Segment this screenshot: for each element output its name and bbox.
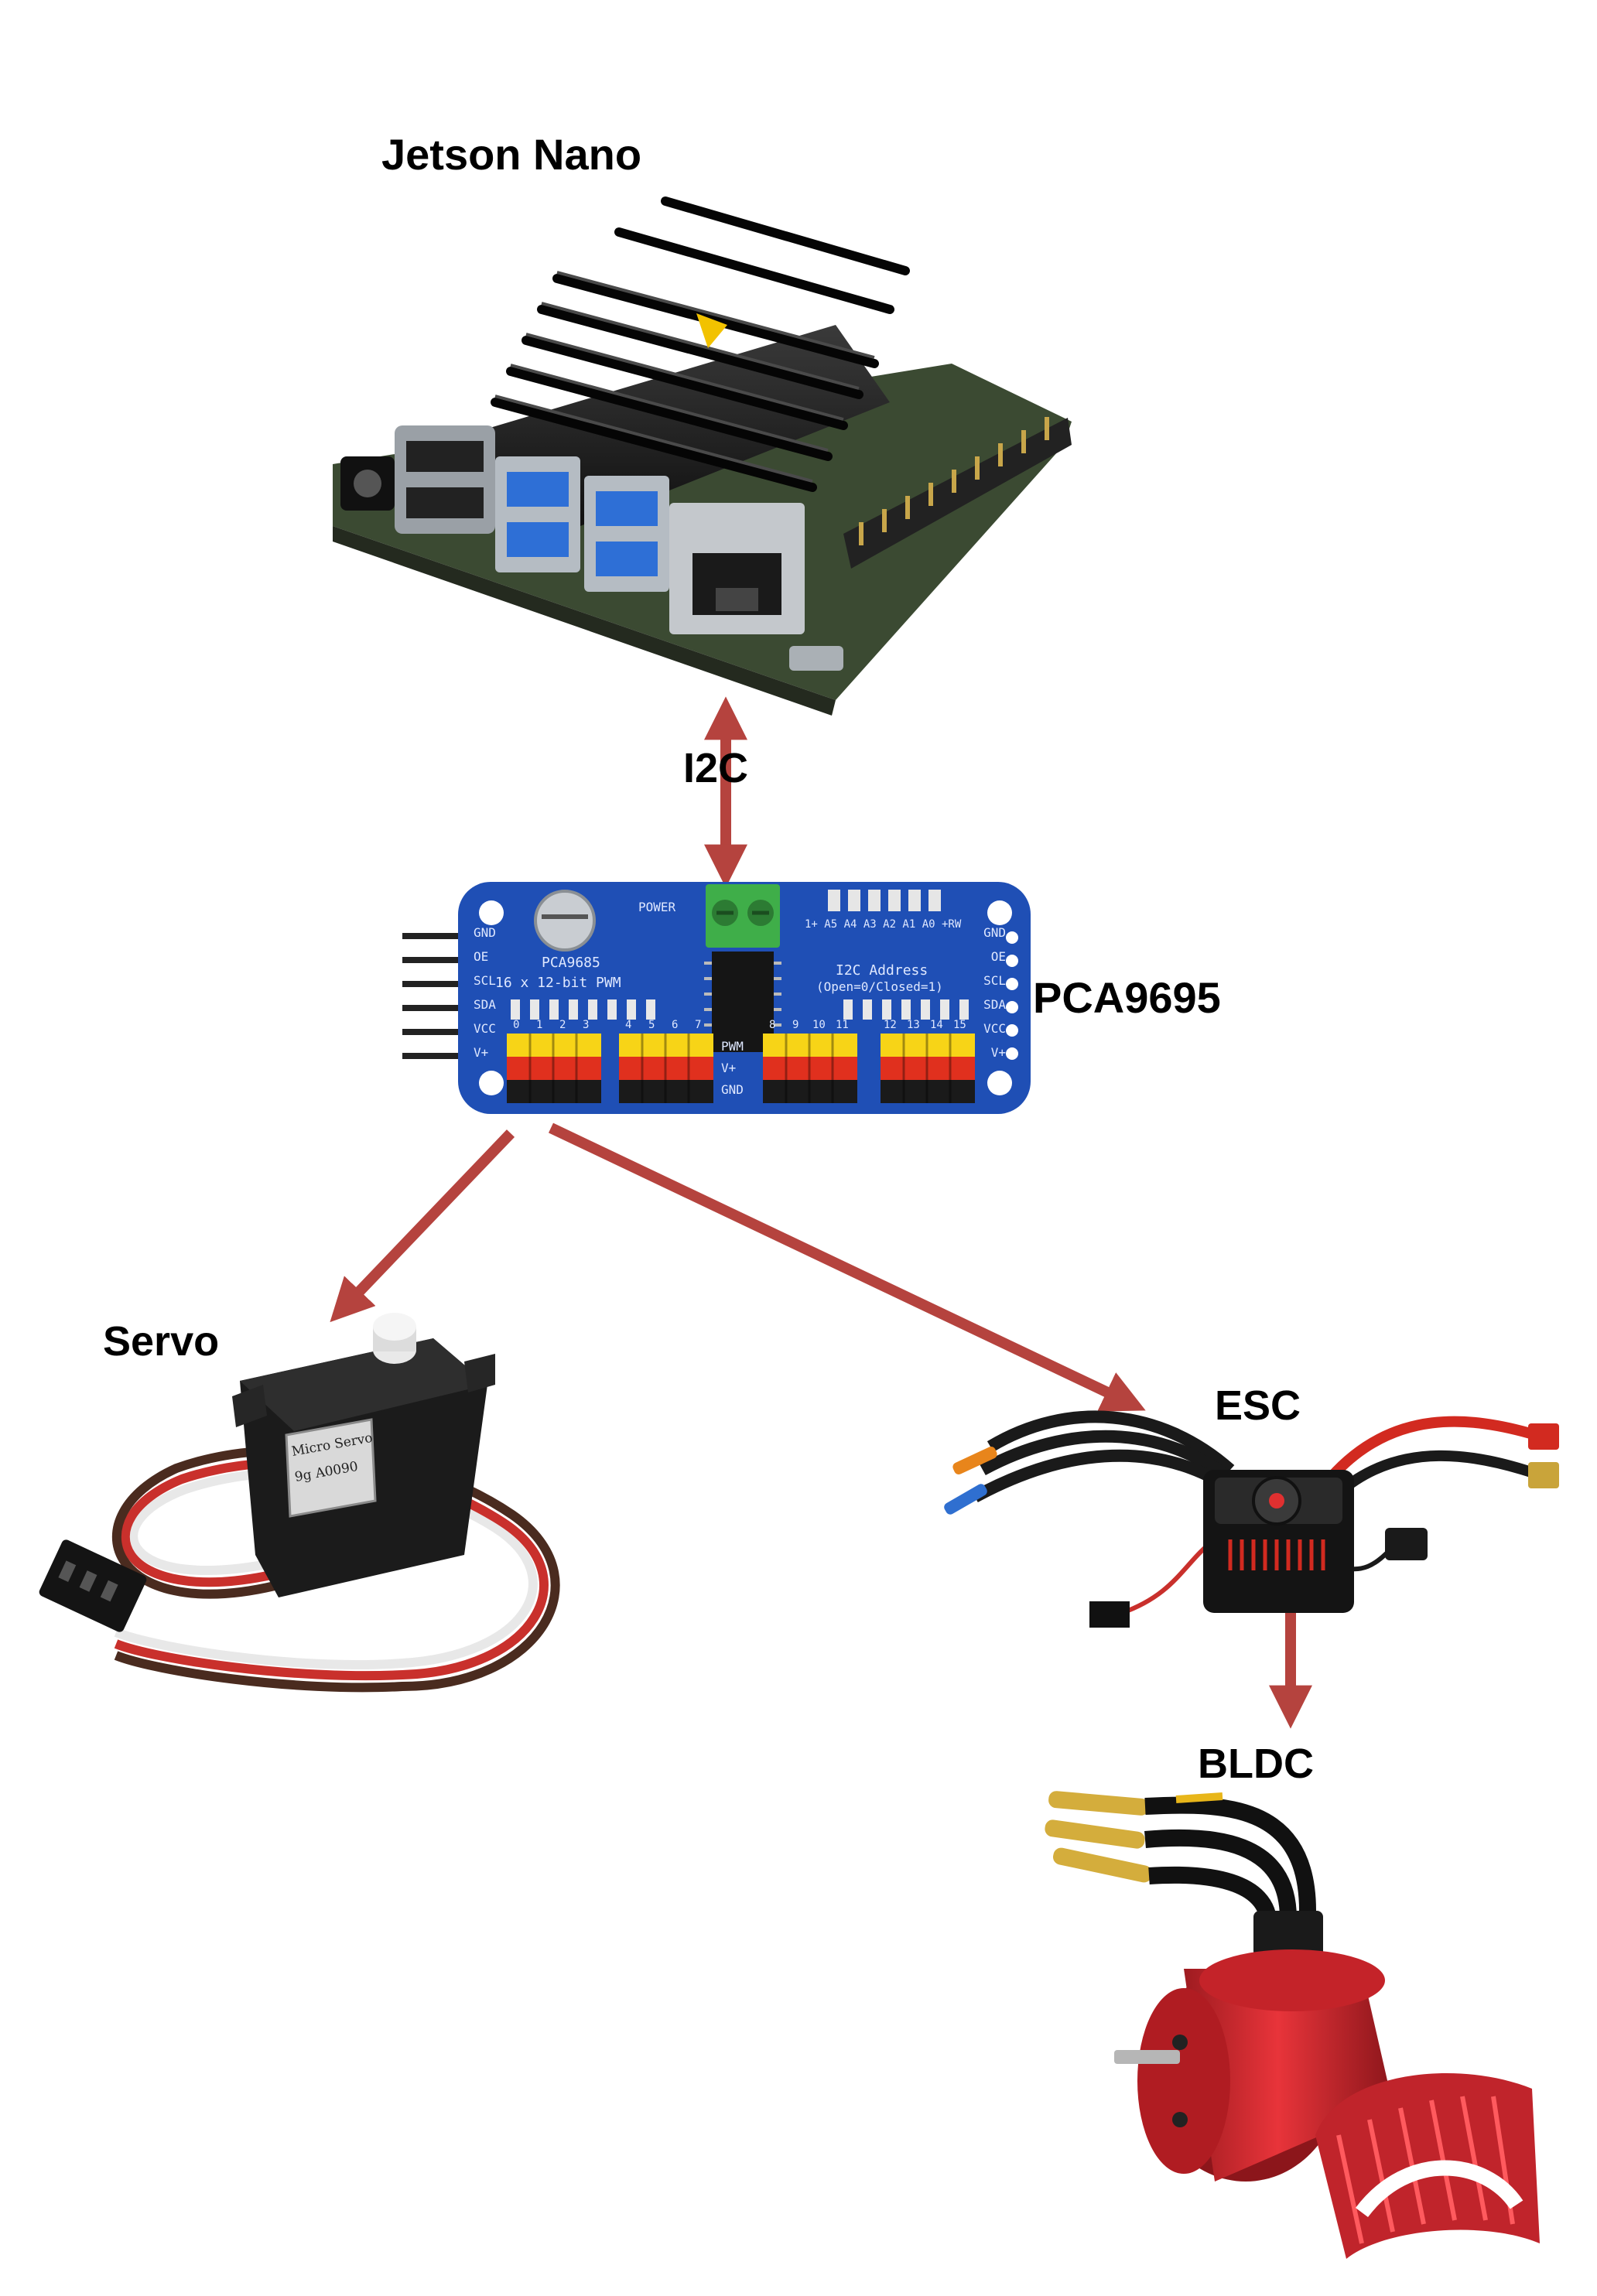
arrow-pca-servo — [340, 1133, 511, 1311]
pin-label: GND — [967, 927, 1006, 951]
esc-signal-connector — [1089, 1601, 1130, 1628]
rail-label: GND — [721, 1084, 764, 1105]
connection-arrows — [340, 712, 1291, 1713]
pca-left-pin-labels: GND OE SCL SDA VCC V+ — [474, 927, 520, 1071]
channel-number: 6 — [672, 1020, 678, 1030]
label-i2c: I2C — [683, 747, 748, 789]
capacitor — [535, 891, 594, 950]
pca-address-bits: 1+ A5 A4 A3 A2 A1 A0 +RW — [805, 919, 961, 930]
power-terminal — [706, 884, 780, 948]
pin-label: SCL — [967, 975, 1006, 999]
channel-number: 8 — [769, 1020, 775, 1030]
channel-number: 10 — [812, 1020, 826, 1030]
pin-label: SCL — [474, 975, 520, 999]
channel-number: 7 — [695, 1020, 701, 1030]
esc-controller — [942, 1416, 1559, 1628]
rail-label: PWM — [721, 1040, 764, 1062]
arrow-pca-esc — [551, 1128, 1132, 1404]
channel-number: 9 — [792, 1020, 798, 1030]
channel-number: 3 — [583, 1020, 589, 1030]
pca-address-title: I2C Address — [836, 964, 928, 978]
pca-right-pin-labels: GND OE SCL SDA VCC V+ — [967, 927, 1006, 1071]
channel-number: 1 — [536, 1020, 542, 1030]
pin-label: V+ — [474, 1047, 520, 1071]
channel-number: 5 — [648, 1020, 655, 1030]
label-esc: ESC — [1215, 1385, 1301, 1426]
channel-number: 15 — [953, 1020, 966, 1030]
pca-address-sub: (Open=0/Closed=1) — [816, 981, 943, 993]
rail-label: V+ — [721, 1062, 764, 1084]
bldc-motor — [1044, 1790, 1540, 2259]
pin-label: GND — [474, 927, 520, 951]
label-pca9695: PCA9695 — [1033, 976, 1221, 1020]
label-bldc: BLDC — [1198, 1743, 1314, 1785]
ethernet-port — [669, 503, 805, 634]
label-jetson-nano: Jetson Nano — [381, 133, 641, 176]
pin-label: OE — [474, 951, 520, 975]
pca-chip-label: PCA9685 — [542, 956, 600, 970]
pca-channel-numbers: 0 1 2 3 4 5 6 7 8 9 10 11 12 13 14 15 — [507, 1020, 987, 1034]
esc-switch — [1385, 1528, 1428, 1560]
channel-number: 14 — [930, 1020, 943, 1030]
pca-rail-labels: PWM V+ GND — [721, 1040, 764, 1105]
jetson-nano-board — [333, 201, 1072, 716]
pin-label: OE — [967, 951, 1006, 975]
pin-label: V+ — [967, 1047, 1006, 1071]
label-servo: Servo — [103, 1321, 219, 1362]
channel-number: 2 — [559, 1020, 566, 1030]
channel-number: 11 — [836, 1020, 849, 1030]
micro-usb-port — [789, 646, 843, 671]
channel-number: 13 — [907, 1020, 920, 1030]
left-header-pins — [402, 936, 464, 1056]
channel-number: 12 — [884, 1020, 897, 1030]
motor-heatsink — [1315, 2073, 1540, 2259]
servo-motor: Micro Servo 9g A0090 — [38, 1313, 556, 1687]
pca-power-label: POWER — [638, 901, 675, 914]
servo-sticker: Micro Servo 9g A0090 — [286, 1420, 375, 1516]
channel-number: 0 — [513, 1020, 519, 1030]
motor-shaft — [1114, 2050, 1180, 2064]
channel-number: 4 — [625, 1020, 631, 1030]
